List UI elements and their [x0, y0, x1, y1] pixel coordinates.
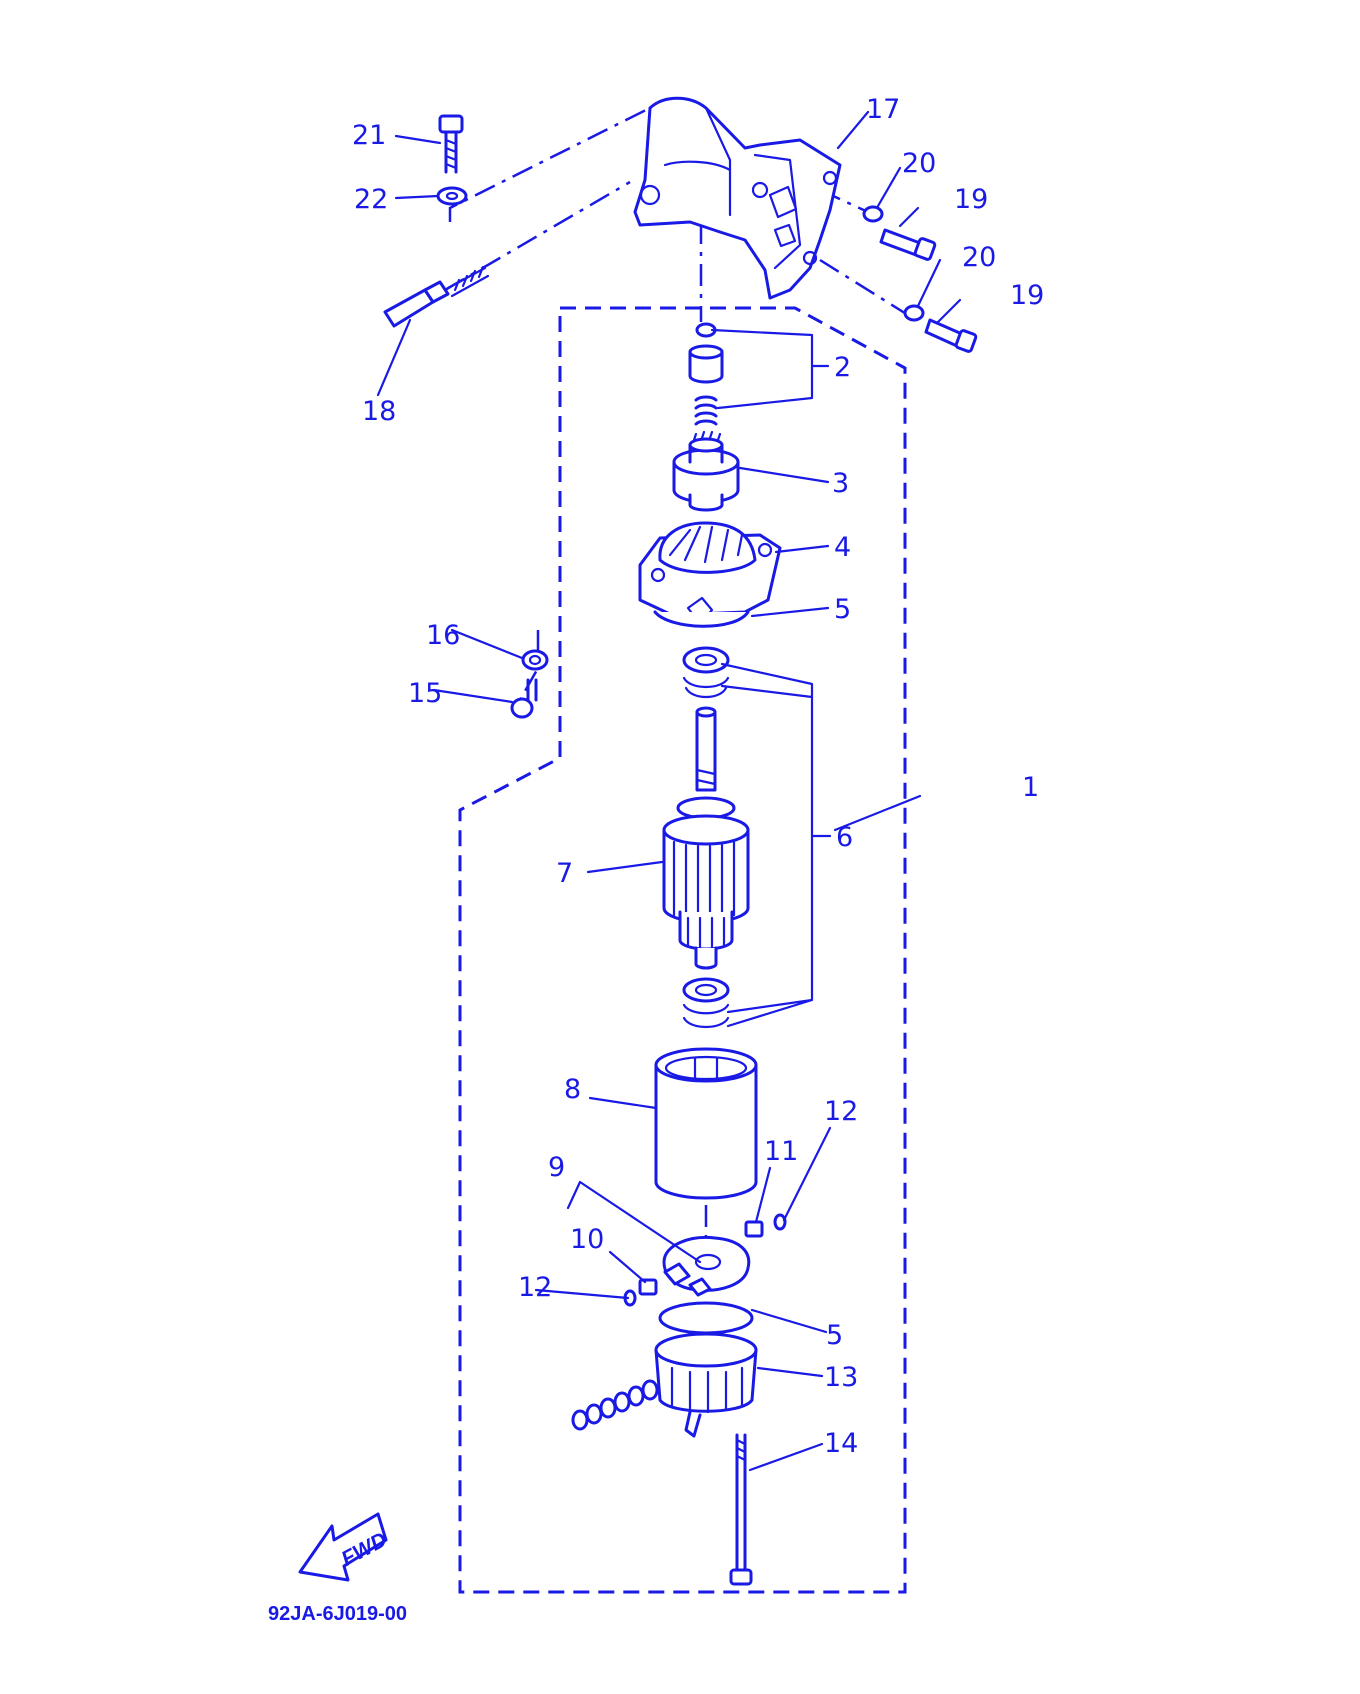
coil-spring — [571, 1379, 659, 1431]
bolt-21 — [438, 114, 464, 174]
washer-20a — [862, 205, 884, 223]
label-part-8: 8 — [564, 1074, 581, 1105]
label-part-6: 6 — [836, 822, 853, 853]
spring-2 — [694, 395, 718, 426]
bearing-6b — [682, 977, 730, 1029]
label-part-4: 4 — [834, 532, 851, 563]
nut-16 — [521, 649, 549, 671]
bolt-19a — [879, 228, 937, 261]
label-part-10: 10 — [570, 1224, 604, 1255]
label-part-11: 11 — [764, 1136, 798, 1167]
label-part-19-lower: 19 — [1010, 280, 1044, 311]
assembly-boundary — [458, 306, 907, 1594]
label-part-18: 18 — [362, 396, 396, 427]
label-part-20-upper: 20 — [902, 148, 936, 179]
leader-bracket-6 — [720, 662, 814, 1028]
alignment-line-bolt19b — [819, 258, 909, 317]
upper-housing-bracket — [633, 96, 842, 300]
label-part-12-left: 12 — [518, 1272, 552, 1303]
brush-10 — [638, 1278, 658, 1296]
stud-18 — [383, 265, 490, 328]
screw-15 — [510, 678, 538, 719]
drawing-code: 92JA-6J019-00 — [268, 1603, 407, 1625]
bushing-2 — [688, 344, 724, 384]
pinion-gear-3 — [672, 430, 740, 512]
alignment-line-stud18 — [444, 180, 631, 292]
label-part-7: 7 — [556, 858, 573, 889]
label-part-20-lower: 20 — [962, 242, 996, 273]
label-part-16: 16 — [426, 620, 460, 651]
brush-11 — [744, 1220, 764, 1238]
o-ring-5b — [658, 1301, 754, 1335]
washer-22 — [436, 186, 468, 206]
bolt-19b — [924, 318, 978, 353]
bearing-6a — [682, 646, 730, 699]
label-part-9: 9 — [548, 1152, 565, 1183]
label-part-12-right: 12 — [824, 1096, 858, 1127]
armature-7 — [662, 706, 750, 970]
o-ring-5a — [653, 610, 750, 628]
label-part-5-upper: 5 — [834, 594, 851, 625]
label-part-2: 2 — [834, 352, 851, 383]
rear-cover-13 — [654, 1332, 758, 1438]
label-part-22: 22 — [354, 184, 388, 215]
alignment-line-bolt21 — [448, 106, 651, 222]
label-part-14: 14 — [824, 1428, 858, 1459]
alignment-line-bolt15 — [518, 630, 540, 701]
label-part-15: 15 — [408, 678, 442, 709]
label-part-19-upper: 19 — [954, 184, 988, 215]
label-part-13: 13 — [824, 1362, 858, 1393]
label-part-1: 1 — [1022, 772, 1039, 803]
label-part-17: 17 — [866, 94, 900, 125]
fwd-arrow-icon: FWD — [298, 1512, 391, 1582]
yoke-8 — [654, 1047, 758, 1200]
washer-20b — [903, 304, 925, 322]
spring-12a — [773, 1213, 787, 1231]
through-bolt-14 — [729, 1433, 753, 1586]
brush-holder-9 — [662, 1235, 751, 1297]
label-part-21: 21 — [352, 120, 386, 151]
front-cover-4 — [638, 521, 782, 626]
label-part-3: 3 — [832, 468, 849, 499]
label-part-5-lower: 5 — [826, 1320, 843, 1351]
leader-lines — [376, 110, 962, 1472]
